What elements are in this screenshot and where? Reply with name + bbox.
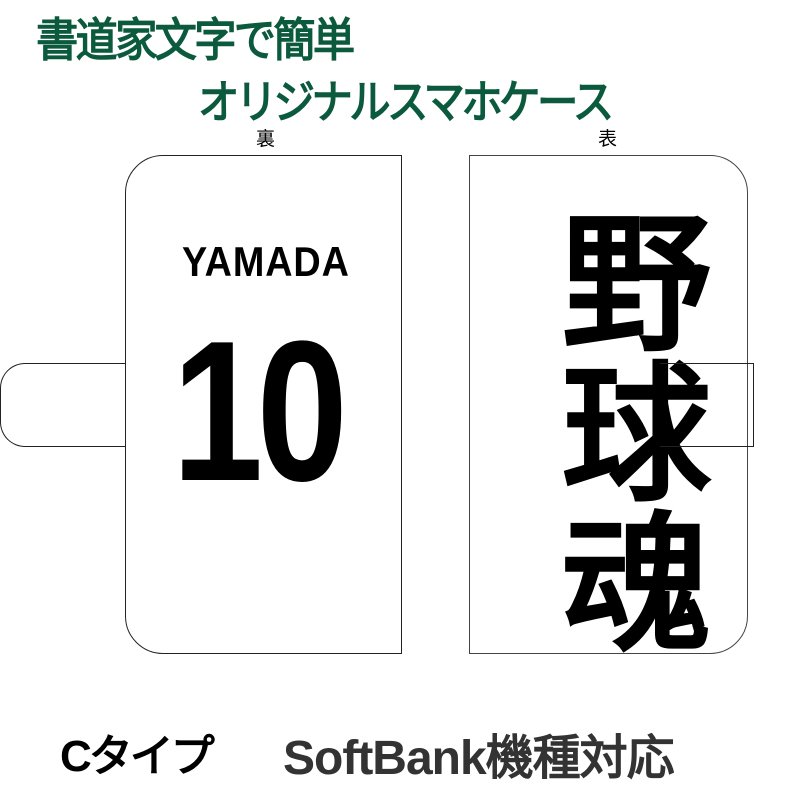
case-flap-tab-left (0, 363, 126, 447)
case-back-panel (125, 155, 402, 654)
case-type-label: Cタイプ (60, 732, 215, 781)
title-line-2: オリジナルスマホケース (198, 75, 614, 129)
back-side-label: 裏 (256, 128, 276, 150)
front-side-label: 表 (598, 128, 618, 150)
calligraphy-text: 野球魂 (536, 205, 712, 655)
player-name: YAMADA (182, 238, 350, 285)
carrier-compatibility-label: SoftBank機種対応 (283, 732, 675, 785)
case-flap-tab-right (660, 363, 754, 447)
player-number: 10 (172, 300, 348, 523)
case-front-panel (469, 155, 748, 654)
title-line-1: 書道家文字で簡単 (36, 13, 355, 67)
